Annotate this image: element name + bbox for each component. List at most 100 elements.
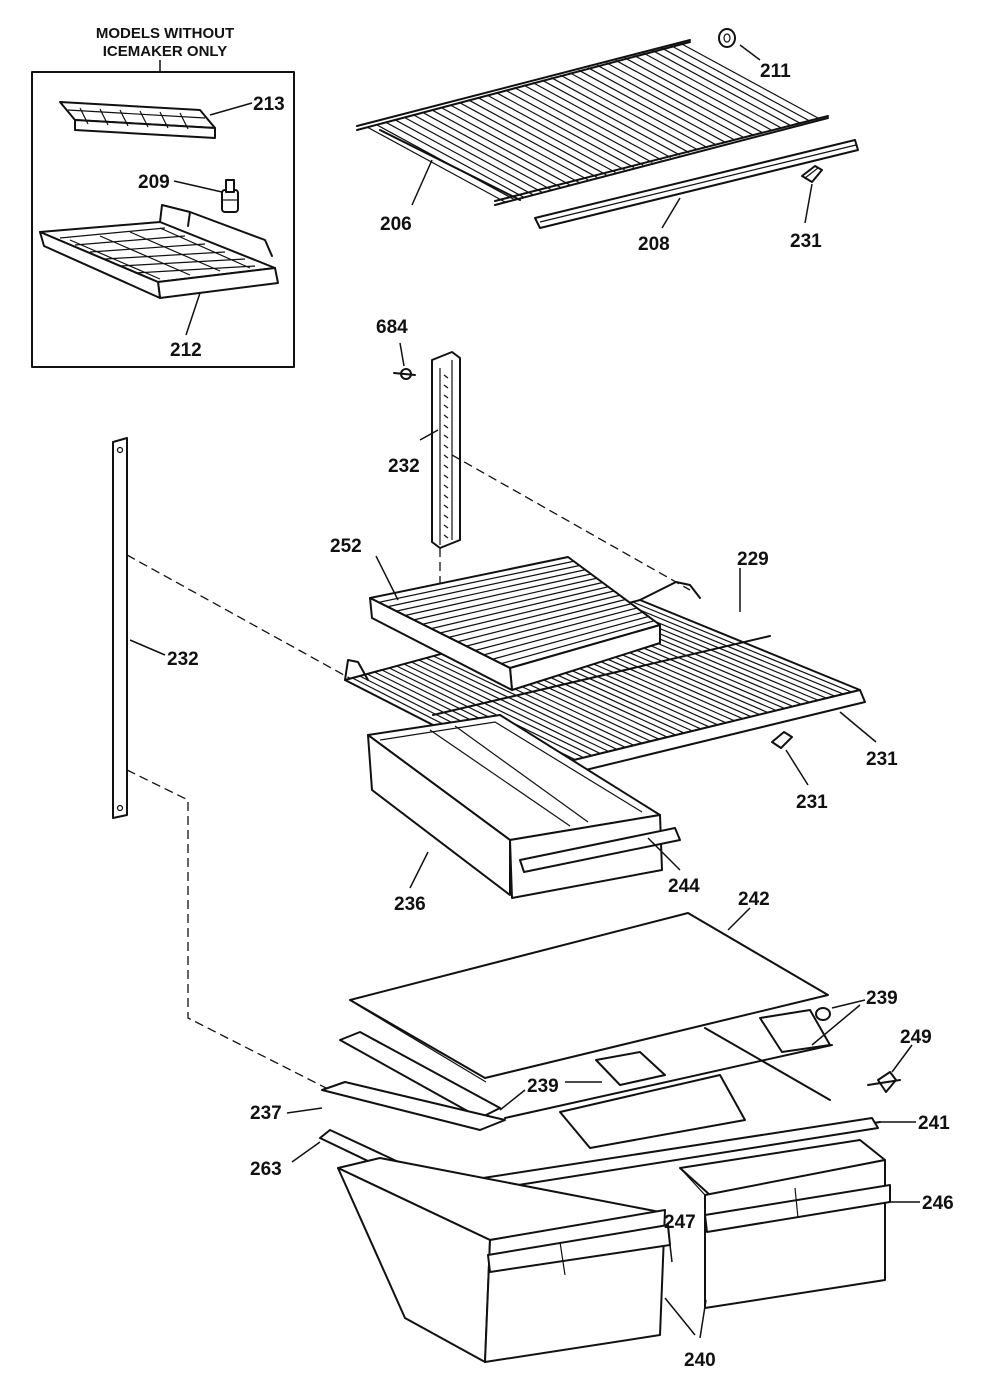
leader-206 [411, 159, 433, 206]
leader-237 [286, 1107, 323, 1114]
shelf-wire [495, 91, 635, 168]
inset-title-line2: ICEMAKER ONLY [103, 43, 227, 60]
shelf-rib [625, 603, 844, 695]
cover-rib [396, 569, 586, 612]
leader-240-b [699, 1299, 707, 1339]
callout-232-center: 232 [388, 456, 420, 477]
rail-slot [443, 484, 449, 489]
shelf-wire [394, 119, 533, 196]
rail-slot [443, 394, 449, 399]
leader-239-a [831, 999, 866, 1009]
shelf-wire [624, 57, 764, 134]
ice-tray-213 [59, 101, 216, 139]
screw-684 [393, 368, 416, 380]
clip-249 [867, 1071, 901, 1093]
leader-211 [739, 44, 761, 61]
rail-slot [443, 494, 449, 499]
shelf-wire [467, 99, 607, 176]
rail-slot [443, 414, 449, 419]
rail-slot [443, 384, 449, 389]
leader-231-right [839, 711, 877, 743]
leader-252 [375, 555, 399, 601]
shelf-trim-208 [534, 139, 859, 229]
leader-212 [185, 292, 201, 336]
leader-239-d [499, 1089, 526, 1111]
shelf-wire [587, 67, 727, 144]
shelf-wire [421, 111, 561, 188]
bracket-231-top [801, 165, 823, 183]
leader-236 [409, 851, 429, 889]
shelf-wire [661, 47, 800, 124]
crisper-cover-252 [369, 556, 661, 691]
callout-209: 209 [138, 172, 170, 193]
shelf-wire [375, 124, 515, 201]
leader-244 [647, 837, 681, 871]
rail-slot [443, 464, 449, 469]
callout-231-right: 231 [866, 749, 898, 770]
cover-rib [413, 577, 597, 621]
cover-rib [404, 573, 592, 617]
callout-211: 211 [760, 61, 791, 82]
leader-213 [209, 102, 253, 116]
callout-263: 263 [250, 1159, 282, 1180]
callout-208: 208 [638, 234, 670, 255]
rail-slot [443, 504, 449, 509]
rail-slot [443, 404, 449, 409]
shelf-wire [486, 94, 625, 171]
rail-slot [443, 524, 449, 529]
callout-239-center: 239 [527, 1076, 559, 1097]
leader-240-a [664, 1297, 696, 1336]
shelf-wire [532, 82, 671, 159]
shelf-rail-232-center [431, 351, 461, 549]
shelf-wire [670, 44, 810, 121]
crisper-pan-right [679, 1139, 891, 1309]
cover-rib [492, 615, 649, 660]
shelf-wire [615, 59, 754, 136]
shelf-wire [440, 106, 579, 183]
callout-231-mid: 231 [796, 792, 828, 813]
callout-237: 237 [250, 1103, 282, 1124]
leader-209 [173, 180, 223, 193]
callout-213: 213 [253, 94, 285, 115]
shelf-wire [642, 52, 782, 129]
icemaker-inset: MODELS WITHOUT ICEMAKER ONLY [31, 25, 295, 368]
bracket-231-mid [771, 731, 793, 749]
shelf-wire [550, 77, 690, 154]
wire-shelf-206 [356, 39, 829, 206]
cover-rib [474, 607, 638, 652]
leader-231-mid [785, 749, 809, 786]
glass-242 [349, 912, 829, 1083]
shelf-wire [412, 114, 552, 191]
rail-slot [443, 514, 449, 519]
shelf-rib [632, 601, 852, 693]
shelf-wire [560, 74, 699, 151]
leader-232-center [419, 429, 439, 441]
rail-slot [443, 534, 449, 539]
shelf-wire [431, 109, 570, 186]
callout-236: 236 [394, 894, 426, 915]
shelf-wire [514, 86, 653, 163]
leader-263 [291, 1141, 321, 1163]
cover-rib [422, 581, 603, 625]
shelf-rib [396, 665, 584, 759]
inset-border [31, 71, 295, 368]
leader-684 [399, 342, 405, 367]
leader-231-top [804, 183, 813, 224]
leader-232-left [129, 639, 166, 656]
shelf-wire [633, 54, 773, 131]
callout-212: 212 [170, 340, 202, 361]
callout-229: 229 [737, 549, 769, 570]
handle-244 [519, 827, 681, 873]
shelf-wire [606, 62, 745, 139]
callout-206: 206 [380, 214, 412, 235]
cover-rib [431, 586, 609, 630]
callout-246: 246 [922, 1193, 954, 1214]
shelf-wire [679, 42, 819, 119]
callout-240: 240 [684, 1350, 716, 1371]
shelf-wire [366, 126, 506, 203]
shelf-wire [504, 89, 644, 166]
inset-title-line1: MODELS WITHOUT [96, 25, 234, 42]
shelf-wire [403, 116, 543, 193]
rail-slot [443, 374, 449, 379]
